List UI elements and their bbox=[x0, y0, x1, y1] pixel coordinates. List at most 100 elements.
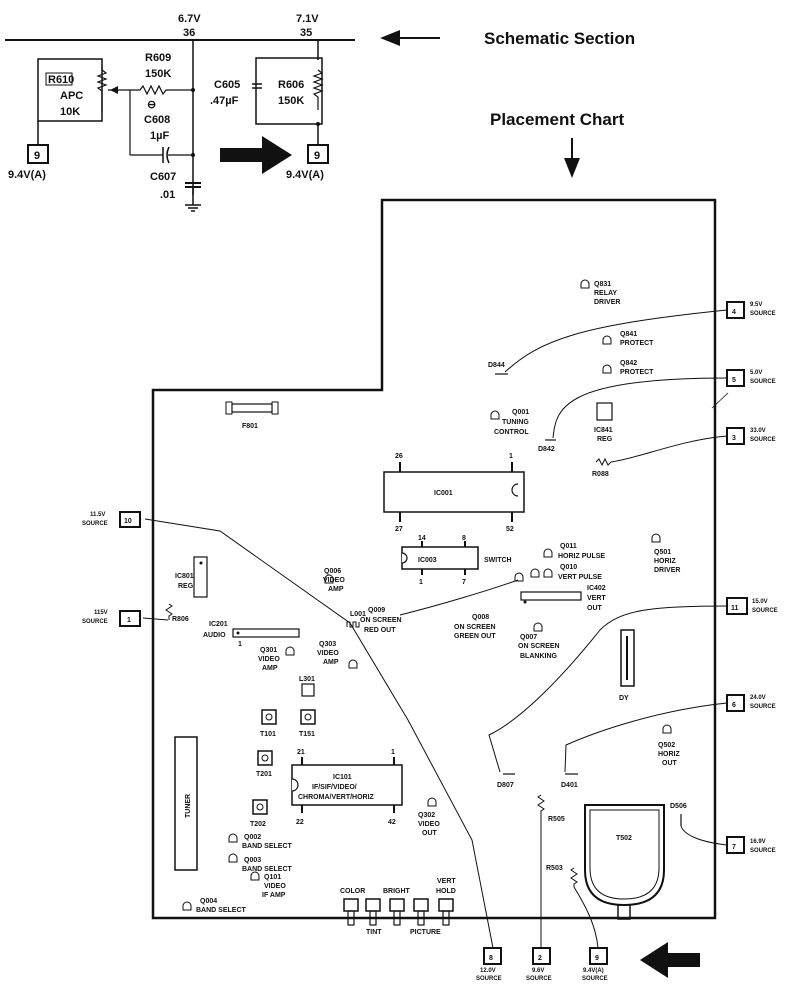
c608-polarity: ⊖ bbox=[147, 99, 156, 111]
d844-name: D844 bbox=[488, 362, 505, 369]
q101-desc2: IF AMP bbox=[262, 892, 286, 899]
q302-desc1: VIDEO bbox=[418, 821, 440, 828]
source-4-number: 4 bbox=[732, 309, 736, 316]
pin-36-label: 36 bbox=[183, 27, 195, 39]
source-2-voltage: 9.6V bbox=[532, 968, 544, 974]
l301-name: L301 bbox=[299, 676, 315, 683]
source-10-label: SOURCE bbox=[82, 521, 108, 527]
q303-name: Q303 bbox=[319, 641, 336, 648]
source-1-label: SOURCE bbox=[82, 619, 108, 625]
source-10-voltage: 11.5V bbox=[90, 512, 105, 518]
source-8: 8 12.0V SOURCE bbox=[476, 947, 502, 982]
q006-name: Q006 bbox=[324, 568, 341, 575]
ic201-pin1: 1 bbox=[238, 641, 242, 648]
source-9: 9 9.4V(A) SOURCE bbox=[582, 947, 608, 982]
ctl-color-label: COLOR bbox=[340, 888, 365, 895]
q004-name: Q004 bbox=[200, 898, 217, 905]
q009-desc2: RED OUT bbox=[364, 627, 396, 634]
q302-name: Q302 bbox=[418, 812, 435, 819]
ic801-name: IC801 bbox=[175, 573, 194, 580]
q831-name: Q831 bbox=[594, 281, 611, 288]
ic841-desc: REG bbox=[597, 436, 613, 443]
d506-name: D506 bbox=[670, 803, 687, 810]
bright-control bbox=[389, 898, 405, 912]
source-5-label: SOURCE bbox=[750, 379, 776, 385]
color-control bbox=[343, 898, 359, 912]
source-7-voltage: 16.9V bbox=[750, 839, 766, 845]
r610-name: R610 bbox=[48, 74, 74, 86]
source-6-voltage: 24.0V bbox=[750, 695, 766, 701]
q301-desc2: AMP bbox=[262, 665, 278, 672]
ic101-desc2: CHROMA/VERT/HORIZ bbox=[298, 794, 375, 801]
r606-value: 150K bbox=[278, 95, 304, 107]
front-controls bbox=[343, 898, 454, 926]
source-8-voltage: 12.0V bbox=[480, 968, 496, 974]
source-1-number: 1 bbox=[127, 617, 131, 624]
c607-name: C607 bbox=[150, 171, 176, 183]
ic841-name: IC841 bbox=[594, 427, 613, 434]
source-5: 5 5.0V SOURCE bbox=[726, 369, 776, 387]
q008-desc1: ON SCREEN bbox=[454, 624, 496, 631]
c607-value: .01 bbox=[160, 189, 175, 201]
ic841-body bbox=[596, 402, 613, 421]
t101-body bbox=[261, 709, 277, 725]
q831-desc1: RELAY bbox=[594, 290, 617, 297]
source-2-number: 2 bbox=[538, 955, 542, 962]
q007-desc1: ON SCREEN bbox=[518, 643, 560, 650]
ic003-pin7: 7 bbox=[462, 579, 466, 586]
ic003-body bbox=[401, 546, 479, 570]
q011-desc: HORIZ PULSE bbox=[558, 553, 605, 560]
ic402-desc2: OUT bbox=[587, 605, 603, 612]
source-5-voltage: 5.0V bbox=[750, 370, 762, 376]
ic001-pin26: 26 bbox=[395, 453, 403, 460]
source-11: 11 15.0V SOURCE bbox=[726, 597, 778, 615]
source-11-number: 11 bbox=[731, 605, 739, 612]
ic101-pin42: 42 bbox=[388, 819, 396, 826]
c608-name: C608 bbox=[144, 114, 170, 126]
t202-body bbox=[252, 799, 268, 815]
ic801-body bbox=[193, 556, 208, 598]
ctl-tint-label: TINT bbox=[366, 929, 382, 936]
pin9-left-label: 9.4V(A) bbox=[8, 169, 46, 181]
l301-body bbox=[301, 683, 315, 697]
q002-name: Q002 bbox=[244, 834, 261, 841]
q502-desc2: OUT bbox=[662, 760, 678, 767]
r610-func: APC bbox=[60, 90, 83, 102]
ctl-vert-label2: HOLD bbox=[436, 888, 456, 895]
tuner-body bbox=[174, 736, 198, 871]
source-11-label: SOURCE bbox=[752, 608, 778, 614]
source-6-label: SOURCE bbox=[750, 704, 776, 710]
q007-name: Q007 bbox=[520, 634, 537, 641]
r606-box bbox=[255, 57, 323, 125]
source-3-label: SOURCE bbox=[750, 437, 776, 443]
q842-name: Q842 bbox=[620, 360, 637, 367]
q303-desc1: VIDEO bbox=[317, 650, 339, 657]
q009-name: Q009 bbox=[368, 607, 385, 614]
q502-name: Q502 bbox=[658, 742, 675, 749]
source-4: 4 9.5V SOURCE bbox=[726, 301, 776, 319]
vert-hold-control bbox=[438, 898, 454, 912]
source-7: 7 16.9V SOURCE bbox=[726, 836, 776, 854]
c605-name: C605 bbox=[214, 79, 240, 91]
ic801-desc: REG bbox=[178, 583, 194, 590]
pin9-right-num: 9 bbox=[314, 150, 320, 162]
dy-name: DY bbox=[619, 695, 629, 702]
ctl-picture-label: PICTURE bbox=[410, 929, 441, 936]
t201-name: T201 bbox=[256, 771, 272, 778]
ic003-name: IC003 bbox=[418, 557, 437, 564]
c608-value: 1µF bbox=[150, 130, 169, 142]
ic003-desc: SWITCH bbox=[484, 557, 512, 564]
pin-35-label: 35 bbox=[300, 27, 312, 39]
ic001-name: IC001 bbox=[434, 490, 453, 497]
pin9-right-label: 9.4V(A) bbox=[286, 169, 324, 181]
pin9-left-num: 9 bbox=[34, 150, 40, 162]
r609-name: R609 bbox=[145, 52, 171, 64]
r088-name: R088 bbox=[592, 471, 609, 478]
ic001-pin27: 27 bbox=[395, 526, 403, 533]
ic001-pin1: 1 bbox=[509, 453, 513, 460]
thick-arrow-left-icon bbox=[640, 942, 700, 978]
ic003-pin1: 1 bbox=[419, 579, 423, 586]
source-8-number: 8 bbox=[489, 955, 493, 962]
source-2-label: SOURCE bbox=[526, 976, 552, 982]
q001-desc1: TUNING bbox=[502, 419, 529, 426]
